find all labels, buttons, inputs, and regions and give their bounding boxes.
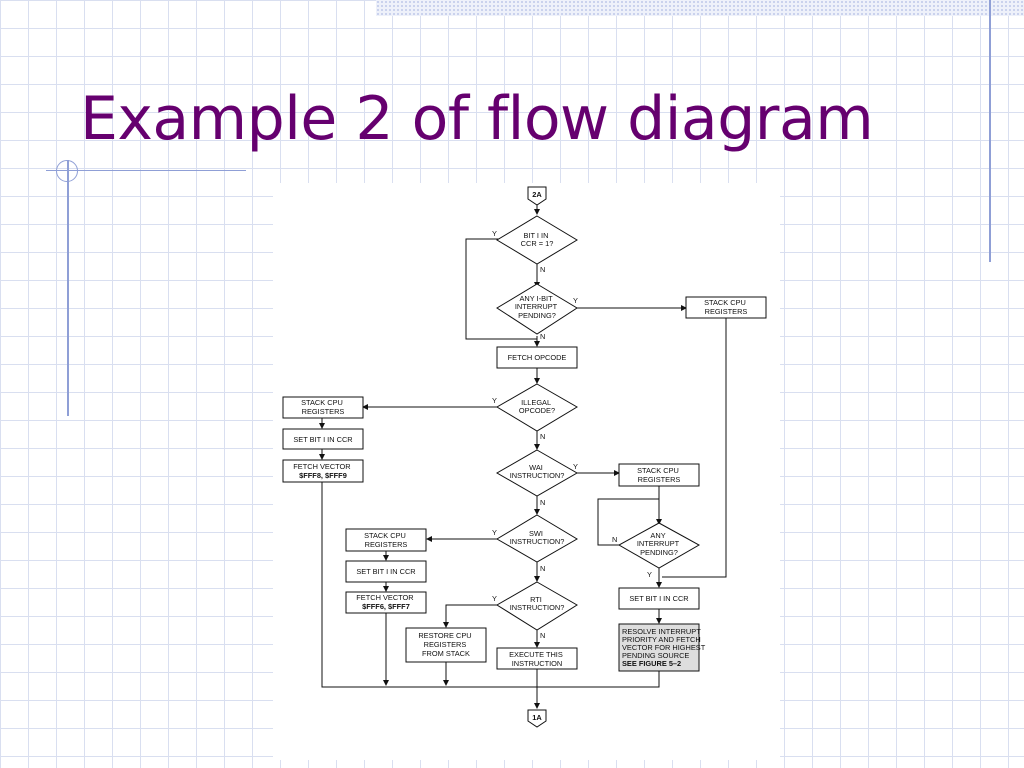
label-no-illegal: N (540, 432, 545, 441)
decision-wai (495, 449, 579, 497)
connector-end: 1A (527, 709, 547, 728)
decor-horizontal-line (46, 170, 246, 171)
label-yes-bit-i: Y (492, 229, 497, 238)
process-shapes (282, 296, 767, 672)
box-fetch-vector-swi (345, 591, 427, 614)
label-yes-any-i-bit: Y (573, 296, 578, 305)
label-yes-rti: Y (492, 594, 497, 603)
label-no-wai: N (540, 498, 545, 507)
slide-title: Example 2 of flow diagram (80, 84, 874, 154)
box-set-bit-swi (345, 560, 427, 583)
connector-start-label: 2A (532, 190, 542, 199)
label-no-swi: N (540, 564, 545, 573)
flow-lines (319, 205, 727, 709)
label-no-any-i-bit: N (540, 332, 545, 341)
box-stack-wai (618, 463, 700, 487)
decision-any-interrupt-text: ANY INTERRUPT PENDING? (637, 531, 681, 557)
decision-any-i-bit-text: ANY I-BIT INTERRUPT PENDING? (515, 294, 559, 320)
label-yes-swi: Y (492, 528, 497, 537)
decor-circle (56, 160, 78, 182)
decision-bit-i-text: BIT I IN CCR = 1? (521, 231, 554, 248)
decor-vertical-line-right (989, 0, 991, 262)
box-set-bit-illegal (282, 428, 364, 450)
box-fetch-opcode (496, 346, 578, 369)
box-set-bit-illegal-text: SET BIT I IN CCR (293, 435, 352, 444)
decision-rti-text: RTI INSTRUCTION? (510, 595, 565, 612)
box-stack-top-text: STACK CPU REGISTERS (704, 298, 748, 316)
top-dotted-band (376, 0, 1024, 16)
connector-end-label: 1A (532, 713, 542, 722)
label-no-bit-i: N (540, 265, 545, 274)
box-stack-swi (345, 528, 427, 552)
decision-any-interrupt (617, 522, 701, 569)
box-fetch-vector-illegal-text: FETCH VECTOR $FFF8, $FFF9 (293, 462, 352, 480)
decision-swi-text: SWI INSTRUCTION? (510, 529, 565, 546)
box-execute (496, 647, 578, 670)
label-no-rti: N (540, 631, 545, 640)
box-restore (405, 627, 487, 663)
label-yes-wai: Y (573, 462, 578, 471)
decision-illegal-text: ILLEGAL OPCODE? (519, 398, 555, 415)
box-stack-illegal (282, 396, 364, 419)
branch-labels: Y N Y N Y N Y N Y N Y N N Y (492, 229, 652, 640)
decor-vertical-line-left (67, 160, 69, 416)
box-execute-text: EXECUTE THIS INSTRUCTION (509, 650, 565, 668)
label-yes-any-interrupt: Y (647, 570, 652, 579)
box-resolve-text: RESOLVE INTERRUPT PRIORITY AND FETCH VEC… (622, 627, 707, 668)
connector-start: 2A (527, 186, 547, 206)
box-fetch-vector-illegal (282, 459, 364, 483)
box-set-bit-swi-text: SET BIT I IN CCR (356, 567, 415, 576)
box-stack-swi-text: STACK CPU REGISTERS (364, 531, 408, 549)
decision-any-i-bit (496, 283, 578, 335)
decision-bit-i (496, 215, 578, 265)
decision-illegal (496, 383, 578, 432)
box-restore-text: RESTORE CPU REGISTERS FROM STACK (418, 631, 473, 658)
decision-rti (496, 581, 578, 631)
decision-shapes (495, 215, 701, 631)
box-stack-top (685, 296, 767, 319)
box-set-bit-right (618, 587, 700, 610)
box-stack-wai-text: STACK CPU REGISTERS (637, 466, 681, 484)
label-no-any-interrupt: N (612, 535, 617, 544)
box-set-bit-right-text: SET BIT I IN CCR (629, 594, 688, 603)
decision-swi (496, 514, 578, 563)
box-fetch-vector-swi-text: FETCH VECTOR $FFF6, $FFF7 (356, 593, 415, 611)
box-fetch-opcode-text: FETCH OPCODE (508, 353, 567, 362)
box-resolve (618, 623, 700, 672)
decision-wai-text: WAI INSTRUCTION? (510, 463, 565, 480)
label-yes-illegal: Y (492, 396, 497, 405)
box-stack-illegal-text: STACK CPU REGISTERS (301, 398, 345, 416)
